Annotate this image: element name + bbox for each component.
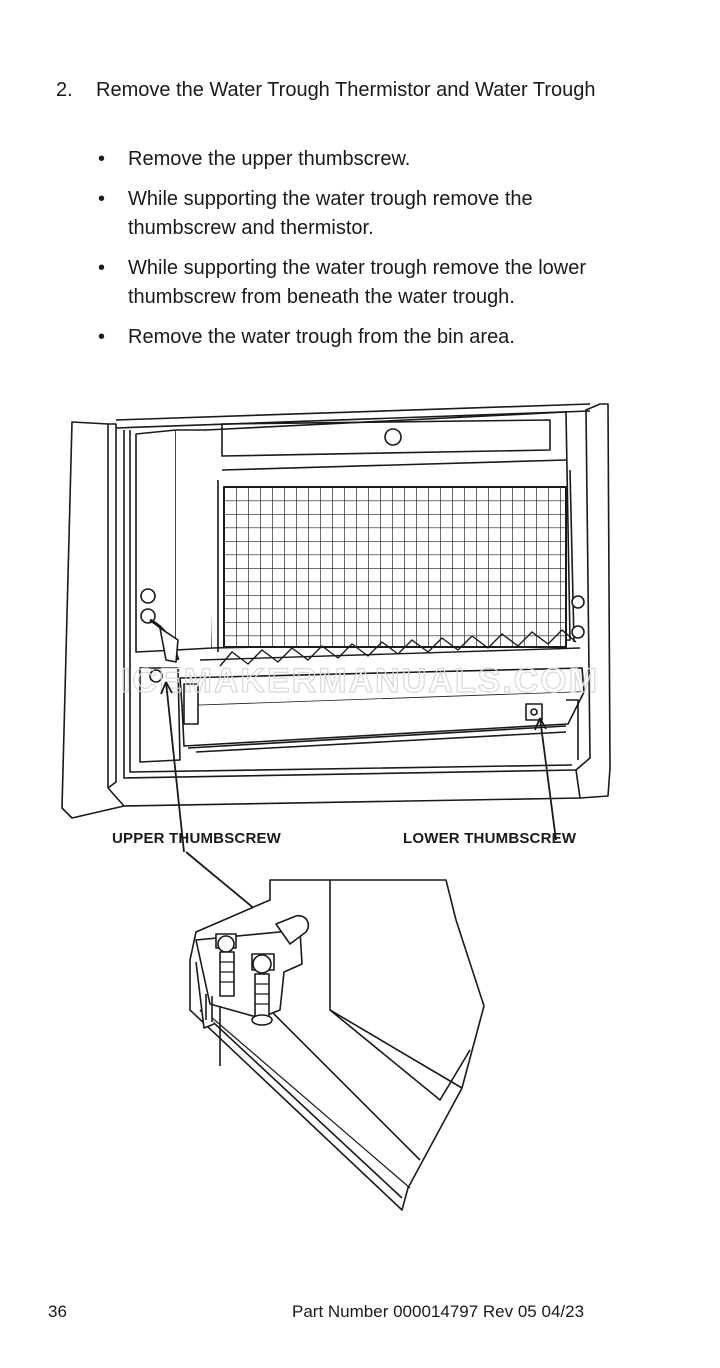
instruction-list: • Remove the upper thumbscrew. • While s… (96, 145, 616, 363)
upper-thumbscrew-label: UPPER THUMBSCREW (112, 830, 282, 847)
ice-machine-illustration: ICEMAKERMANUALS.COM (61, 403, 611, 1211)
evaporator-assembly (135, 411, 585, 653)
list-item: • While supporting the water trough remo… (96, 254, 616, 312)
bullet-icon: • (98, 188, 106, 210)
part-number: Part Number 000014797 Rev 05 04/23 (292, 1302, 585, 1321)
list-item-text: While supporting the water trough remove… (128, 257, 587, 308)
lower-thumbscrew-label: LOWER THUMBSCREW (403, 830, 577, 847)
water-trough (139, 667, 585, 763)
list-item-text: While supporting the water trough remove… (128, 188, 533, 239)
step-number: 2. (56, 79, 73, 101)
cabinet-frame (61, 403, 611, 819)
curtain-fins (199, 629, 581, 667)
list-item-text: Remove the water trough from the bin are… (128, 326, 515, 348)
list-item: • Remove the water trough from the bin a… (96, 323, 616, 352)
list-item: • Remove the upper thumbscrew. (96, 145, 616, 174)
page-number: 36 (48, 1302, 67, 1321)
bullet-icon: • (98, 148, 106, 170)
bullet-icon: • (98, 257, 106, 279)
step-title: Remove the Water Trough Thermistor and W… (96, 79, 596, 101)
list-item-text: Remove the upper thumbscrew. (128, 148, 411, 170)
detail-view (189, 879, 485, 1211)
list-item: • While supporting the water trough remo… (96, 185, 616, 243)
thermistor-hose (140, 588, 180, 683)
watermark: ICEMAKERMANUALS.COM (121, 662, 599, 700)
bullet-icon: • (98, 326, 106, 348)
